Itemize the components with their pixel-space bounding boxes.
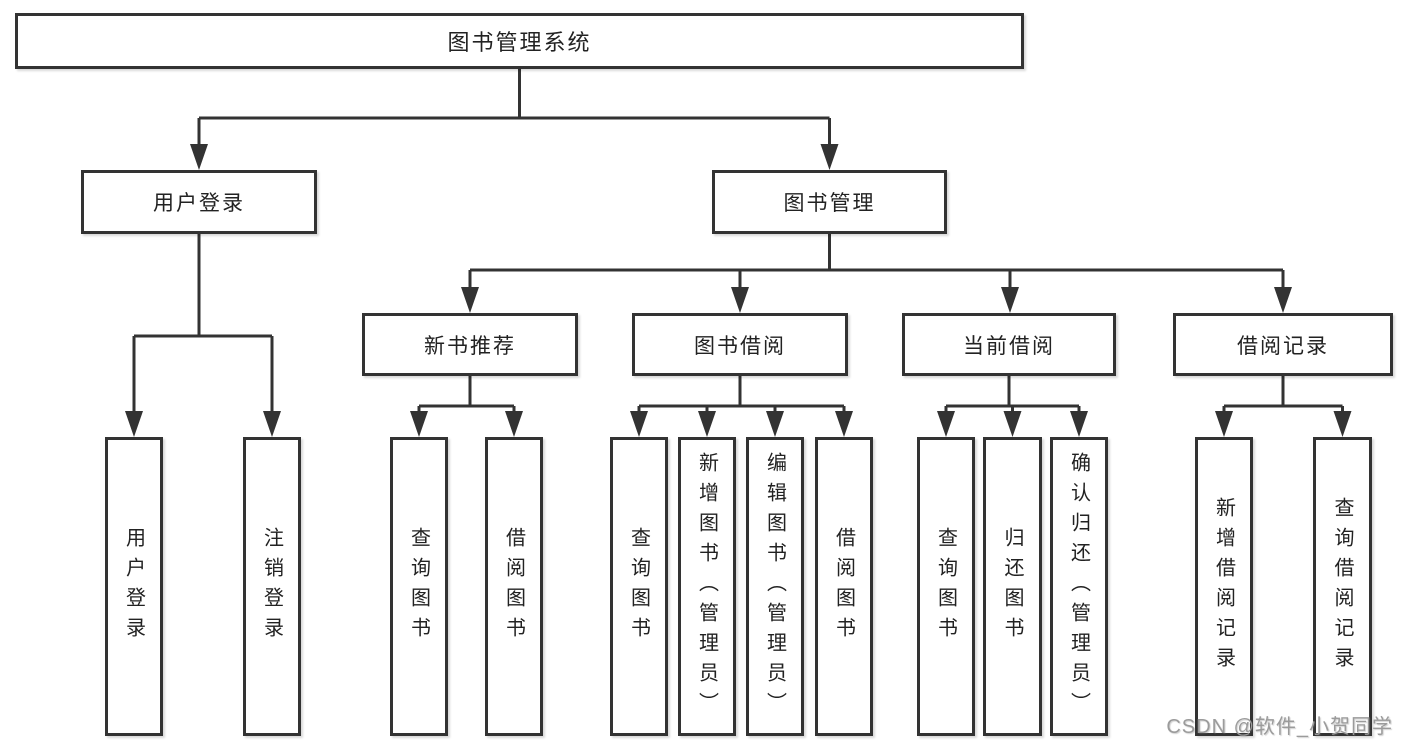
leaf-label: 查询图书 <box>407 526 430 647</box>
node-library-management-system: 图书管理系统 <box>15 13 1024 69</box>
leaf-edit-book-admin: 编辑图书（管理员） <box>746 437 804 736</box>
leaf-query-borrow-record: 查询借阅记录 <box>1313 437 1372 736</box>
leaf-label: 新增图书（管理员） <box>695 451 718 722</box>
leaf-logout-login: 注销登录 <box>243 437 301 736</box>
leaf-confirm-return-admin: 确认归还（管理员） <box>1050 437 1108 736</box>
leaf-add-borrow-record: 新增借阅记录 <box>1195 437 1253 736</box>
leaf-label: 归还图书 <box>1001 526 1023 647</box>
node-user-login: 用户登录 <box>81 170 317 234</box>
node-borrow-records: 借阅记录 <box>1173 313 1393 376</box>
leaf-label: 编辑图书（管理员） <box>763 451 786 722</box>
leaf-label: 注销登录 <box>260 526 283 647</box>
leaf-label: 借阅图书 <box>832 526 855 647</box>
leaf-label: 用户登录 <box>122 526 145 647</box>
leaf-label: 查询借阅记录 <box>1331 496 1353 677</box>
leaf-label: 查询图书 <box>627 526 650 647</box>
leaf-query-books-recommend: 查询图书 <box>390 437 448 736</box>
arrowheads <box>125 144 1352 437</box>
node-new-book-recommend: 新书推荐 <box>362 313 578 376</box>
node-current-borrow: 当前借阅 <box>902 313 1116 376</box>
leaf-borrow-books: 借阅图书 <box>815 437 873 736</box>
watermark: CSDN @软件_小贺同学 <box>1166 716 1393 738</box>
leaf-label: 借阅图书 <box>502 526 525 647</box>
leaf-add-book-admin: 新增图书（管理员） <box>678 437 736 736</box>
leaf-borrow-books-recommend: 借阅图书 <box>485 437 543 736</box>
leaf-label: 新增借阅记录 <box>1212 496 1235 677</box>
leaf-return-book: 归还图书 <box>983 437 1042 736</box>
leaf-user-login: 用户登录 <box>105 437 163 736</box>
leaf-label: 确认归还（管理员） <box>1067 451 1090 722</box>
leaf-query-books-current: 查询图书 <box>917 437 975 736</box>
leaf-label: 查询图书 <box>934 526 957 647</box>
node-book-management: 图书管理 <box>712 170 947 234</box>
leaf-query-books-borrow: 查询图书 <box>610 437 668 736</box>
node-book-borrow: 图书借阅 <box>632 313 848 376</box>
